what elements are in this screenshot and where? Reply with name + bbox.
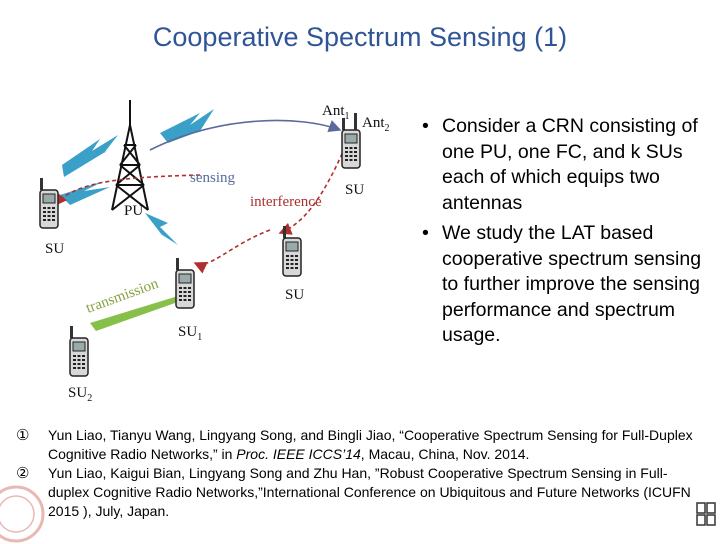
reference-item: ② Yun Liao, Kaigui Bian, Lingyang Song a… (14, 464, 706, 521)
su-left-label: SU (45, 241, 64, 257)
slide-title: Cooperative Spectrum Sensing (1) (152, 22, 568, 52)
reference-text: Yun Liao, Tianyu Wang, Lingyang Song, an… (48, 427, 693, 462)
bullet-item: • Consider a CRN consisting of one PU, on… (418, 114, 714, 216)
sensing-label: sensing (190, 170, 236, 186)
su1-label: SU1 (178, 324, 202, 343)
network-diagram: Ant1 Ant2 sensing interference PU SU SU … (39, 100, 390, 404)
interference-arrow-2 (193, 229, 271, 274)
su1-phone-icon (175, 257, 195, 309)
bullet-text: We study the LAT based cooperative spect… (442, 222, 702, 346)
su-mid-right-phone-icon (282, 225, 302, 277)
reference-number: ① (16, 427, 30, 444)
bullet-item: • We study the LAT based cooperative spec… (418, 221, 714, 349)
bullet-text: Consider a CRN consisting of one PU, one… (442, 115, 698, 214)
sensing-arrow (149, 119, 342, 151)
reference-item: ① Yun Liao, Tianyu Wang, Lingyang Song, … (14, 426, 706, 464)
interference-label: interference (250, 194, 322, 210)
reference-venue: Proc. IEEE ICCS’14 (236, 446, 361, 462)
su-left-phone-icon (39, 177, 59, 229)
reference-tail: , Macau, China, Nov. 2014. (360, 446, 530, 462)
bullet-marker: • (422, 115, 429, 137)
su2-label: SU2 (68, 385, 92, 404)
pu-label: PU (124, 203, 143, 219)
corner-logo-icon (696, 502, 716, 526)
su-top-right-phone-icon (341, 113, 361, 169)
ant1-label: Ant1 (322, 103, 350, 122)
interference-arrow (278, 146, 346, 235)
pu-tower-icon (111, 100, 149, 211)
wireless-signal-icons (60, 109, 214, 245)
ant2-label: Ant2 (362, 115, 390, 134)
su2-phone-icon (69, 325, 89, 377)
bullet-list: • Consider a CRN consisting of one PU, on… (418, 114, 714, 354)
su-top-right-label: SU (345, 182, 364, 198)
transmission-beam (90, 293, 192, 331)
university-seal-icon (0, 485, 45, 543)
reference-number: ② (16, 465, 30, 482)
bullet-marker: • (422, 222, 429, 244)
reference-text: Yun Liao, Kaigui Bian, Lingyang Song and… (48, 465, 691, 519)
interference-arrow-3 (53, 174, 201, 207)
su-mid-right-label: SU (285, 287, 304, 303)
references: ① Yun Liao, Tianyu Wang, Lingyang Song, … (14, 426, 706, 521)
